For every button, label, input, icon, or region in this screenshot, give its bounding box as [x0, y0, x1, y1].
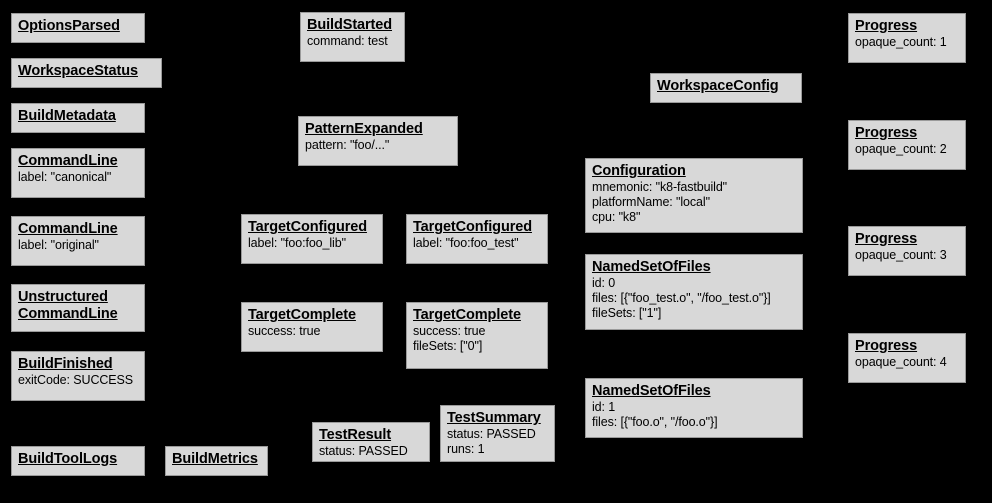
node-options-parsed[interactable]: OptionsParsed [11, 13, 145, 43]
node-field: exitCode: SUCCESS [18, 373, 134, 387]
node-title: Progress [855, 125, 918, 141]
node-title: TargetConfigured [413, 219, 532, 235]
node-title: TargetComplete [413, 307, 521, 323]
node-field: label: "original" [18, 238, 99, 252]
node-field: files: [{"foo_test.o", "/foo_test.o"}] [592, 291, 771, 305]
node-title: WorkspaceStatus [18, 63, 138, 79]
node-field: pattern: "foo/..." [305, 138, 390, 152]
node-field: success: true [248, 324, 321, 338]
node-field: runs: 1 [447, 442, 485, 456]
node-title: Unstructured CommandLine [18, 289, 118, 322]
node-unstructured-command-line[interactable]: Unstructured CommandLine [11, 284, 145, 332]
node-title: Progress [855, 18, 918, 34]
node-field: command: test [307, 34, 388, 48]
node-field: id: 1 [592, 400, 616, 414]
node-title: PatternExpanded [305, 121, 423, 137]
node-title: BuildFinished [18, 356, 113, 372]
node-field: opaque_count: 2 [855, 142, 947, 156]
node-field: fileSets: ["1"] [592, 306, 662, 320]
node-title: NamedSetOfFiles [592, 383, 711, 399]
node-field: platformName: "local" [592, 195, 710, 209]
node-build-tool-logs[interactable]: BuildToolLogs [11, 446, 145, 476]
node-field: fileSets: ["0"] [413, 339, 483, 353]
node-field: opaque_count: 3 [855, 248, 947, 262]
node-title: WorkspaceConfig [657, 78, 779, 94]
node-workspace-config[interactable]: WorkspaceConfig [650, 73, 802, 103]
node-field: files: [{"foo.o", "/foo.o"}] [592, 415, 718, 429]
node-title: BuildStarted [307, 17, 393, 33]
node-field: cpu: "k8" [592, 210, 641, 224]
node-title: TargetConfigured [248, 219, 367, 235]
node-title: TestResult [319, 427, 392, 443]
node-title: Progress [855, 231, 918, 247]
node-field: opaque_count: 4 [855, 355, 947, 369]
node-title: CommandLine [18, 221, 118, 237]
node-title: Progress [855, 338, 918, 354]
node-build-metadata[interactable]: BuildMetadata [11, 103, 145, 133]
node-title: BuildMetadata [18, 108, 116, 124]
node-title: NamedSetOfFiles [592, 259, 711, 275]
node-title: BuildMetrics [172, 451, 258, 467]
node-workspace-status[interactable]: WorkspaceStatus [11, 58, 162, 88]
node-field: label: "foo:foo_test" [413, 236, 519, 250]
node-field: label: "canonical" [18, 170, 112, 184]
node-title: Configuration [592, 163, 686, 179]
node-field: label: "foo:foo_lib" [248, 236, 346, 250]
node-title: OptionsParsed [18, 18, 120, 34]
node-field: success: true [413, 324, 486, 338]
node-build-metrics[interactable]: BuildMetrics [165, 446, 268, 476]
node-title: TargetComplete [248, 307, 356, 323]
node-field: status: PASSED [447, 427, 536, 441]
node-field: opaque_count: 1 [855, 35, 947, 49]
node-title: BuildToolLogs [18, 451, 118, 467]
node-title: CommandLine [18, 153, 118, 169]
node-title: TestSummary [447, 410, 541, 426]
node-field: status: PASSED [319, 444, 408, 458]
node-field: mnemonic: "k8-fastbuild" [592, 180, 728, 194]
node-field: id: 0 [592, 276, 616, 290]
